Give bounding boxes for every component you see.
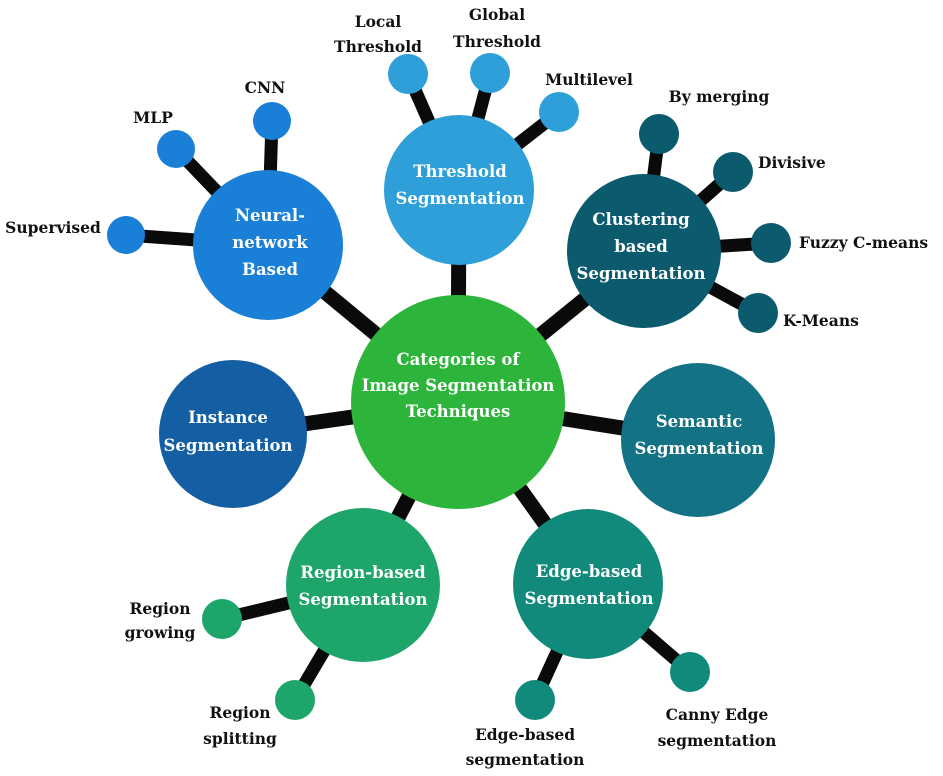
leaf-cnn-circle xyxy=(253,102,291,140)
leaf-supervised-label: Supervised xyxy=(5,218,101,237)
leaf-fuzzy-circle xyxy=(751,223,791,263)
edge-node xyxy=(513,509,663,659)
leaf-divisive-label: Divisive xyxy=(758,153,826,172)
leaf-global-circle xyxy=(470,53,510,93)
semantic-node xyxy=(621,363,775,517)
leaf-kmeans-circle xyxy=(738,293,778,333)
clustering-node xyxy=(567,174,721,328)
region-node xyxy=(286,508,440,662)
instance-node xyxy=(159,360,307,508)
leaf-canny-circle xyxy=(670,652,710,692)
nodes xyxy=(107,53,791,720)
leaf-multilevel-label: Multilevel xyxy=(545,70,633,89)
leaf-cnn-label: CNN xyxy=(245,78,286,97)
center-node xyxy=(351,295,565,509)
leaf-local-circle xyxy=(388,54,428,94)
leaf-fuzzy-label: Fuzzy C-means xyxy=(799,233,928,252)
leaf-splitting-circle xyxy=(275,680,315,720)
threshold-node xyxy=(384,115,534,265)
leaf-merging-label: By merging xyxy=(669,87,770,106)
leaf-multilevel-circle xyxy=(539,92,579,132)
leaf-supervised-circle xyxy=(107,216,145,254)
leaf-edge-circle xyxy=(515,680,555,720)
leaf-divisive-circle xyxy=(713,152,753,192)
leaf-merging-circle xyxy=(639,114,679,154)
leaf-mlp-label: MLP xyxy=(133,108,173,127)
leaf-kmeans-label: K-Means xyxy=(783,311,859,330)
leaf-mlp-circle xyxy=(157,130,195,168)
leaf-growing-circle xyxy=(202,599,242,639)
neural-node xyxy=(193,170,343,320)
